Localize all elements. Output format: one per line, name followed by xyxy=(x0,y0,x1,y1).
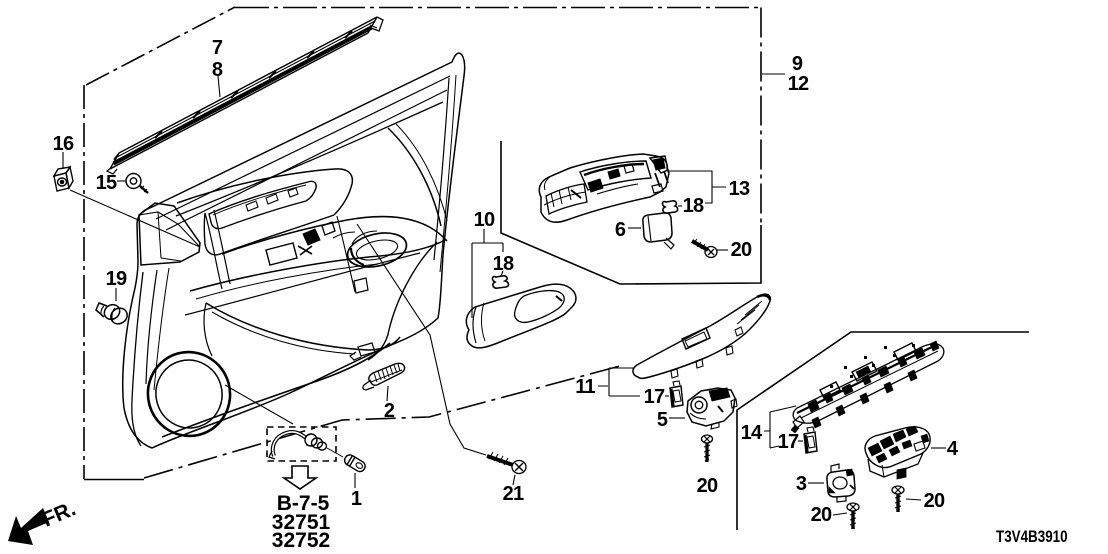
svg-text:12: 12 xyxy=(788,73,809,95)
svg-text:9: 9 xyxy=(792,53,803,75)
svg-text:6: 6 xyxy=(615,219,626,241)
svg-text:20: 20 xyxy=(811,504,832,526)
svg-text:17: 17 xyxy=(778,431,799,453)
svg-text:3: 3 xyxy=(796,473,807,495)
svg-text:2: 2 xyxy=(384,400,395,422)
svg-text:18: 18 xyxy=(493,253,514,275)
svg-text:18: 18 xyxy=(683,195,704,217)
svg-text:32752: 32752 xyxy=(272,529,330,552)
svg-text:32751: 32751 xyxy=(272,511,331,534)
svg-text:T3V4B3910: T3V4B3910 xyxy=(996,528,1068,547)
svg-text:5: 5 xyxy=(657,409,668,431)
svg-text:B-7-5: B-7-5 xyxy=(277,492,330,515)
svg-text:15: 15 xyxy=(96,172,117,194)
svg-text:7: 7 xyxy=(212,37,223,59)
svg-text:13: 13 xyxy=(729,178,750,200)
svg-text:20: 20 xyxy=(924,490,945,512)
svg-text:1: 1 xyxy=(351,488,362,510)
svg-text:16: 16 xyxy=(53,133,74,155)
svg-text:20: 20 xyxy=(731,239,752,261)
svg-text:14: 14 xyxy=(741,422,763,444)
svg-text:19: 19 xyxy=(106,268,127,290)
svg-text:20: 20 xyxy=(697,475,718,497)
svg-text:21: 21 xyxy=(503,483,524,505)
svg-text:11: 11 xyxy=(575,376,595,398)
svg-text:8: 8 xyxy=(212,59,223,81)
svg-text:17: 17 xyxy=(644,386,665,408)
svg-text:10: 10 xyxy=(474,209,495,231)
svg-text:4: 4 xyxy=(947,438,959,460)
